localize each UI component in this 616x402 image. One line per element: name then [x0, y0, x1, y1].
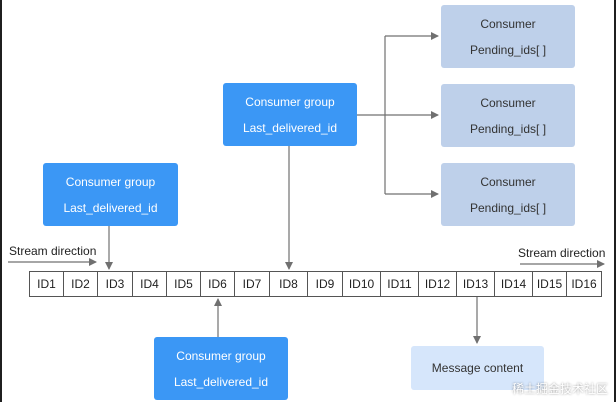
consumer-1-title: Consumer	[480, 16, 536, 31]
stream-id-cell: ID11	[381, 272, 419, 296]
stream-direction-left-label: Stream direction	[9, 244, 97, 258]
message-content-box: Message content	[411, 346, 544, 390]
stream-id-cell: ID9	[308, 272, 343, 296]
consumer-3: Consumer Pending_ids[ ]	[441, 163, 575, 226]
stream-id-cell: ID2	[64, 272, 98, 296]
consumer-2-title: Consumer	[480, 95, 536, 110]
consumer-group-bottom: Consumer group Last_delivered_id	[154, 337, 288, 400]
consumer-1-field: Pending_ids[ ]	[469, 42, 547, 57]
stream-id-cell: ID5	[167, 272, 201, 296]
consumer-group-bottom-field: Last_delivered_id	[173, 374, 269, 389]
stream-id-cell: ID7	[235, 272, 270, 296]
consumer-group-bottom-title: Consumer group	[176, 348, 266, 363]
stream-id-cell: ID4	[133, 272, 167, 296]
consumer-1: Consumer Pending_ids[ ]	[441, 5, 575, 68]
stream-id-cell: ID15	[533, 272, 567, 296]
stream-id-cell: ID6	[201, 272, 235, 296]
stream-id-cell: ID3	[98, 272, 133, 296]
consumer-group-top-field: Last_delivered_id	[242, 120, 338, 135]
consumer-3-title: Consumer	[480, 174, 536, 189]
message-content-label: Message content	[431, 361, 524, 375]
stream-direction-right-label: Stream direction	[518, 246, 606, 260]
watermark: 稀土掘金技术社区	[511, 382, 608, 396]
consumer-group-top: Consumer group Last_delivered_id	[223, 83, 357, 146]
consumer-2-field: Pending_ids[ ]	[469, 121, 547, 136]
stream-id-cell: ID1	[30, 272, 64, 296]
consumer-group-left: Consumer group Last_delivered_id	[43, 163, 178, 226]
stream-id-cell: ID12	[419, 272, 457, 296]
stream-id-cell: ID8	[270, 272, 308, 296]
stream-id-cell: ID14	[495, 272, 533, 296]
stream-id-cell: ID10	[343, 272, 381, 296]
consumer-group-top-title: Consumer group	[245, 94, 335, 109]
consumer-group-left-field: Last_delivered_id	[63, 200, 158, 215]
stream-id-cell: ID16	[567, 272, 602, 296]
stream-id-cell: ID13	[457, 272, 495, 296]
consumer-2: Consumer Pending_ids[ ]	[441, 84, 575, 147]
consumer-3-field: Pending_ids[ ]	[469, 200, 547, 215]
consumer-group-left-title: Consumer group	[65, 174, 156, 189]
